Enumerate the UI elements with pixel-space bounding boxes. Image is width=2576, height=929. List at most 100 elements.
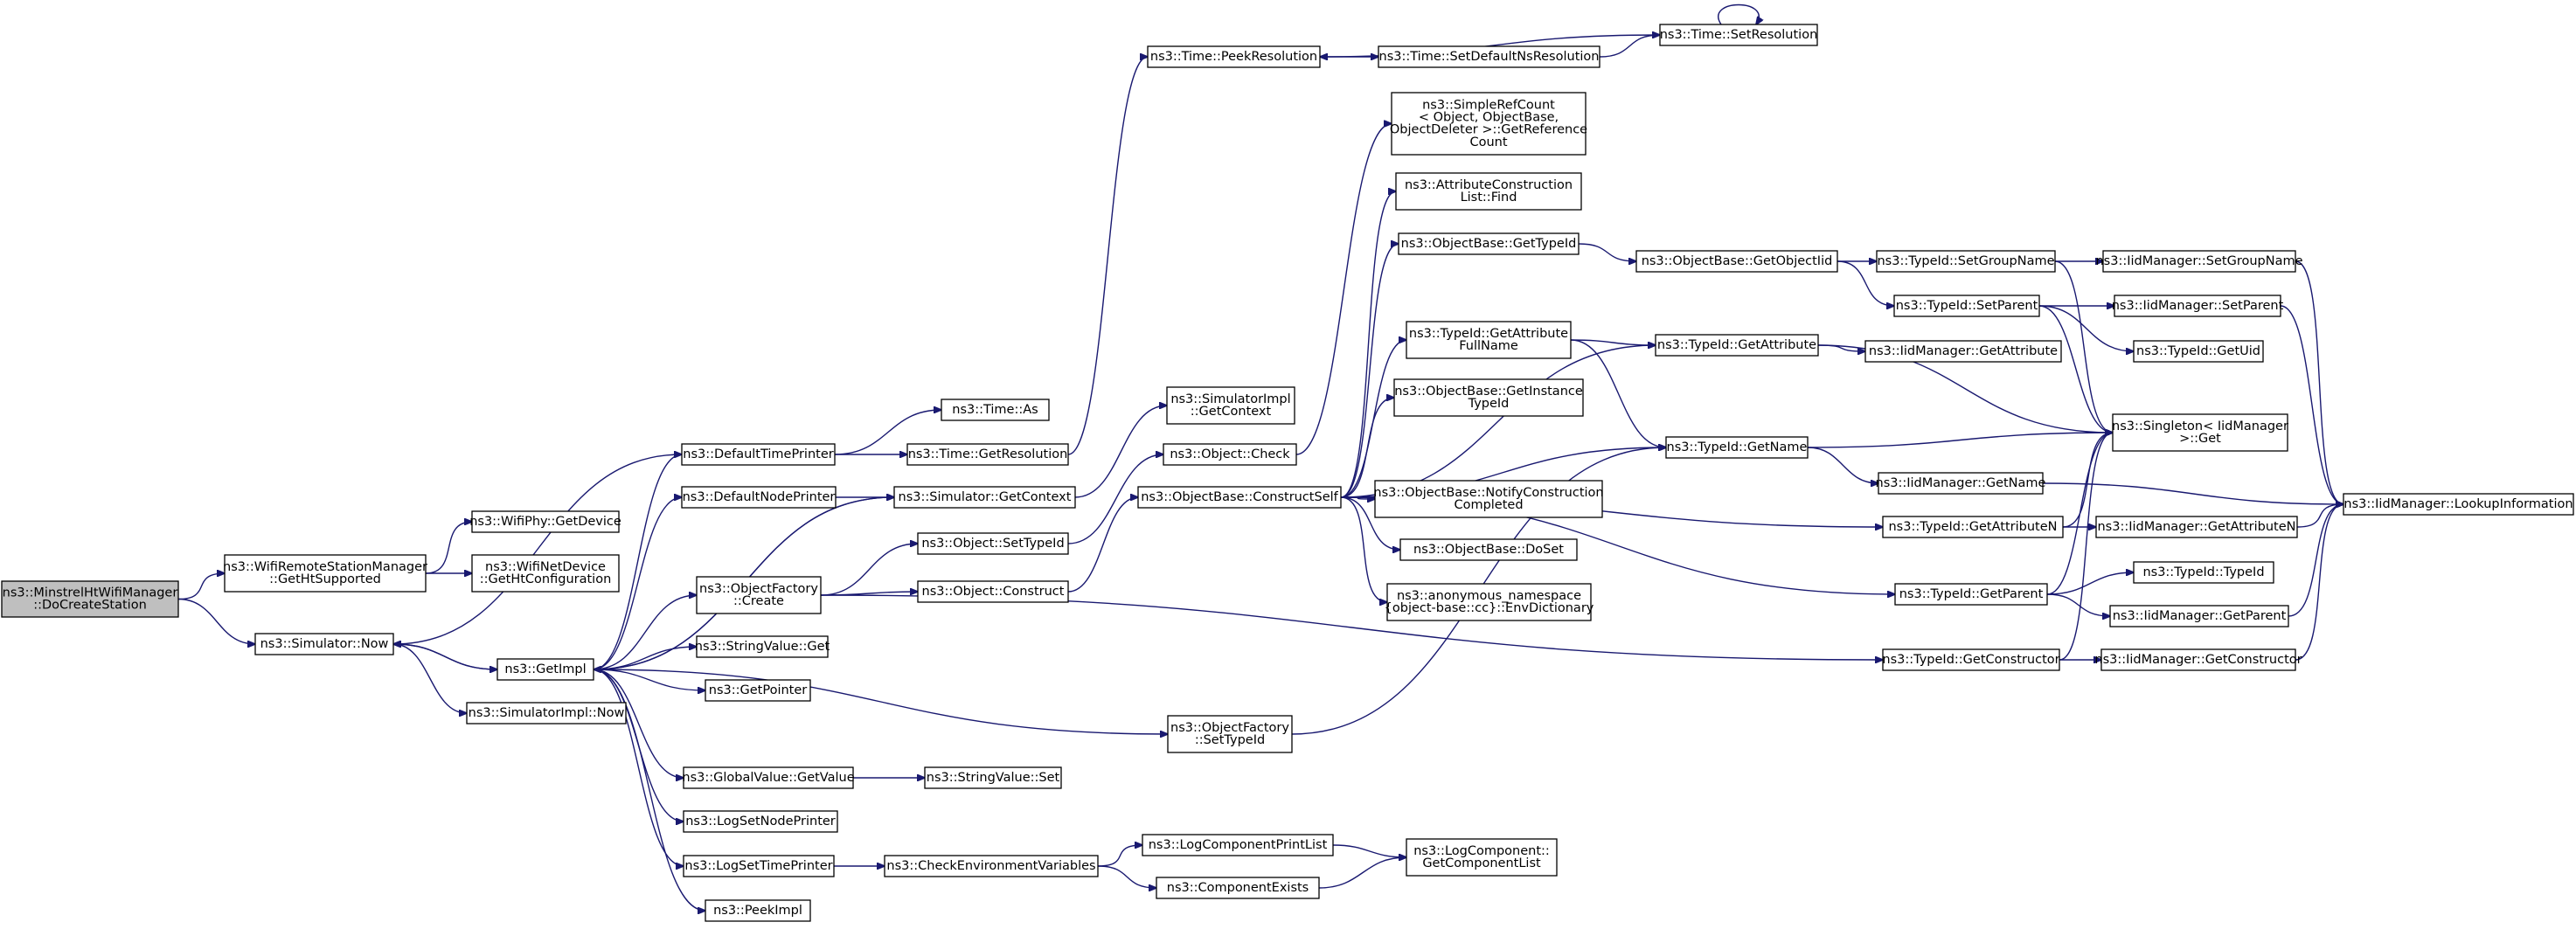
- node-time-peekresolution[interactable]: ns3::Time::PeekResolution: [1147, 45, 1321, 68]
- node-defaultnodeprinter[interactable]: ns3::DefaultNodePrinter: [681, 486, 837, 509]
- node-objbase-constructself[interactable]: ns3::ObjectBase::ConstructSelf: [1137, 486, 1342, 509]
- node-label: ns3::DefaultNodePrinter: [683, 490, 836, 504]
- node-iidmgr-getname[interactable]: ns3::IidManager::GetName: [1876, 472, 2046, 495]
- node-objbase-doset[interactable]: ns3::ObjectBase::DoSet: [1399, 538, 1578, 561]
- node-logsettimeprinter[interactable]: ns3::LogSetTimePrinter: [683, 855, 835, 877]
- node-logcomponent-getcomplist[interactable]: ns3::LogComponent::GetComponentList: [1406, 838, 1558, 877]
- node-simimpl-now[interactable]: ns3::SimulatorImpl::Now: [466, 702, 627, 724]
- node-checkenvvars[interactable]: ns3::CheckEnvironmentVariables: [884, 855, 1099, 877]
- edge-object-check-to-simplerefcount: [1295, 124, 1392, 455]
- node-typeid-getattributen[interactable]: ns3::TypeId::GetAttributeN: [1882, 516, 2064, 538]
- node-logsetnodeprinter[interactable]: ns3::LogSetNodePrinter: [683, 810, 838, 833]
- node-box: [705, 899, 811, 922]
- edge-getimpl-to-peekimpl: [593, 669, 705, 911]
- node-iidmgr-getconstructor[interactable]: ns3::IidManager::GetConstructor: [2094, 648, 2302, 671]
- node-label: ns3::Object::Construct: [922, 585, 1065, 599]
- node-wifinetdevice-ghc[interactable]: ns3::WifiNetDevice::GetHtConfiguration: [471, 554, 620, 593]
- node-singleton-get[interactable]: ns3::Singleton< IidManager>::Get: [2112, 413, 2288, 452]
- node-gethtsupported[interactable]: ns3::WifiRemoteStationManager::GetHtSupp…: [223, 554, 427, 593]
- node-iidmgr-getparent[interactable]: ns3::IidManager::GetParent: [2109, 605, 2289, 627]
- node-label: ns3::TypeId::GetAttributeN: [1888, 520, 2057, 534]
- node-box: [466, 702, 627, 724]
- node-wifiphy-getdevice[interactable]: ns3::WifiPhy::GetDevice: [469, 510, 621, 533]
- edge-iidmgr-setparent-to-iidmgr-lookupinfo: [2280, 305, 2343, 504]
- node-typeid-getuid[interactable]: ns3::TypeId::GetUid: [2133, 340, 2264, 363]
- node-defaulttimeprinter[interactable]: ns3::DefaultTimePrinter: [681, 443, 836, 466]
- node-typeid-setgroupname[interactable]: ns3::TypeId::SetGroupName: [1876, 250, 2056, 273]
- node-root[interactable]: ns3::MinstrelHtWifiManager::DoCreateStat…: [1, 580, 179, 618]
- node-time-getresolution[interactable]: ns3::Time::GetResolution: [906, 443, 1069, 466]
- edge-time-setresolution-to-time-setresolution: [1718, 3, 1759, 25]
- node-objbase-notifyconstcompleted[interactable]: ns3::ObjectBase::NotifyConstructionCompl…: [1373, 480, 1604, 518]
- node-time-setdefaultnsres[interactable]: ns3::Time::SetDefaultNsResolution: [1378, 45, 1600, 68]
- node-sim-now[interactable]: ns3::Simulator::Now: [254, 633, 394, 655]
- node-typeid-getconstructor[interactable]: ns3::TypeId::GetConstructor: [1882, 648, 2060, 671]
- node-objfactory-settypeid[interactable]: ns3::ObjectFactory::SetTypeId: [1167, 715, 1293, 753]
- edge-objbase-getobjectiid-to-typeid-setparent: [1837, 260, 1894, 306]
- node-typeid-getattribute[interactable]: ns3::TypeId::GetAttribute: [1655, 334, 1819, 357]
- node-label: ns3::ObjectBase::NotifyConstruction: [1373, 486, 1603, 500]
- edge-logcomponentprintlist-to-logcomponent-getcomplist: [1332, 844, 1406, 857]
- node-objbase-gettypeid[interactable]: ns3::ObjectBase::GetTypeId: [1398, 232, 1580, 255]
- node-label: ns3::LogSetNodePrinter: [685, 815, 836, 828]
- node-label: ns3::GlobalValue::GetValue: [682, 771, 854, 785]
- edge-root-to-sim-now: [177, 598, 255, 645]
- node-label: ns3::TypeId::GetName: [1667, 440, 1808, 454]
- node-time-as[interactable]: ns3::Time::As: [941, 399, 1050, 421]
- node-label: ns3::IidManager::GetAttributeN: [2097, 520, 2295, 534]
- node-label: ns3::CheckEnvironmentVariables: [886, 859, 1095, 873]
- node-getpointer[interactable]: ns3::GetPointer: [705, 679, 811, 702]
- node-typeid-getname[interactable]: ns3::TypeId::GetName: [1665, 436, 1809, 459]
- edge-typeid-setgroupname-to-singleton-get: [2054, 260, 2113, 433]
- node-logcomponentprintlist[interactable]: ns3::LogComponentPrintList: [1142, 834, 1334, 856]
- node-box: [1406, 838, 1558, 877]
- node-box: [2112, 413, 2288, 452]
- node-box: [496, 658, 594, 681]
- node-simimpl-getcontext[interactable]: ns3::SimulatorImpl::GetContext: [1166, 386, 1295, 425]
- edge-objbase-constructself-to-anon-envdictionary: [1340, 496, 1387, 602]
- node-box: [2100, 648, 2296, 671]
- node-simplerefcount[interactable]: ns3::SimpleRefCount< Object, ObjectBase,…: [1390, 92, 1587, 156]
- edge-object-construct-to-objbase-constructself: [1067, 497, 1138, 593]
- node-iidmgr-setgroupname[interactable]: ns3::IidManager::SetGroupName: [2095, 250, 2303, 273]
- node-typeid-typeid[interactable]: ns3::TypeId::TypeId: [2133, 561, 2274, 584]
- node-iidmgr-getattribute[interactable]: ns3::IidManager::GetAttribute: [1864, 340, 2062, 363]
- node-iidmgr-getattributen[interactable]: ns3::IidManager::GetAttributeN: [2095, 516, 2298, 538]
- node-iidmgr-lookupinfo[interactable]: ns3::IidManager::LookupInformation: [2343, 493, 2574, 516]
- edge-gethtsupported-to-wifiphy-getdevice: [425, 522, 472, 574]
- edge-objbase-constructself-to-attrconstlist-find: [1340, 191, 1396, 498]
- node-box: [696, 635, 829, 658]
- node-label: ns3::Time::PeekResolution: [1150, 50, 1317, 64]
- node-box: [2133, 340, 2264, 363]
- edge-typeid-getname-to-singleton-get: [1807, 433, 2113, 448]
- node-label: ns3::TypeId::GetAttribute: [1409, 327, 1568, 341]
- node-typeid-getparent[interactable]: ns3::TypeId::GetParent: [1894, 583, 2048, 606]
- node-label: ns3::IidManager::SetGroupName: [2095, 254, 2302, 268]
- edge-defaulttimeprinter-to-time-as: [834, 410, 941, 455]
- node-label: ns3::SimulatorImpl: [1170, 392, 1290, 406]
- node-time-setresolution[interactable]: ns3::Time::SetResolution: [1659, 24, 1818, 46]
- node-stringvalue-set[interactable]: ns3::StringValue::Set: [924, 766, 1062, 789]
- node-objbase-getobjectiid[interactable]: ns3::ObjectBase::GetObjectIid: [1635, 250, 1838, 273]
- node-box: [906, 443, 1069, 466]
- node-box: [917, 580, 1069, 603]
- node-peekimpl[interactable]: ns3::PeekImpl: [705, 899, 811, 922]
- node-anon-envdictionary[interactable]: ns3::anonymous_namespace{object-base::cc…: [1385, 583, 1594, 621]
- node-object-settypeid[interactable]: ns3::Object::SetTypeId: [917, 532, 1069, 555]
- node-object-check[interactable]: ns3::Object::Check: [1163, 443, 1297, 466]
- node-label: Completed: [1454, 498, 1523, 512]
- node-box: [1399, 538, 1578, 561]
- node-getimpl[interactable]: ns3::GetImpl: [496, 658, 594, 681]
- node-typeid-setparent[interactable]: ns3::TypeId::SetParent: [1893, 295, 2040, 317]
- node-stringvalue-get[interactable]: ns3::StringValue::Get: [695, 635, 830, 658]
- node-sim-getcontext[interactable]: ns3::Simulator::GetContext: [893, 486, 1076, 509]
- node-componentexists[interactable]: ns3::ComponentExists: [1156, 877, 1320, 899]
- node-object-construct[interactable]: ns3::Object::Construct: [917, 580, 1069, 603]
- node-iidmgr-setparent[interactable]: ns3::IidManager::SetParent: [2112, 295, 2284, 317]
- node-globalvalue-getvalue[interactable]: ns3::GlobalValue::GetValue: [682, 766, 855, 789]
- node-objfactory-create[interactable]: ns3::ObjectFactory::Create: [696, 576, 822, 614]
- node-box: [884, 855, 1099, 877]
